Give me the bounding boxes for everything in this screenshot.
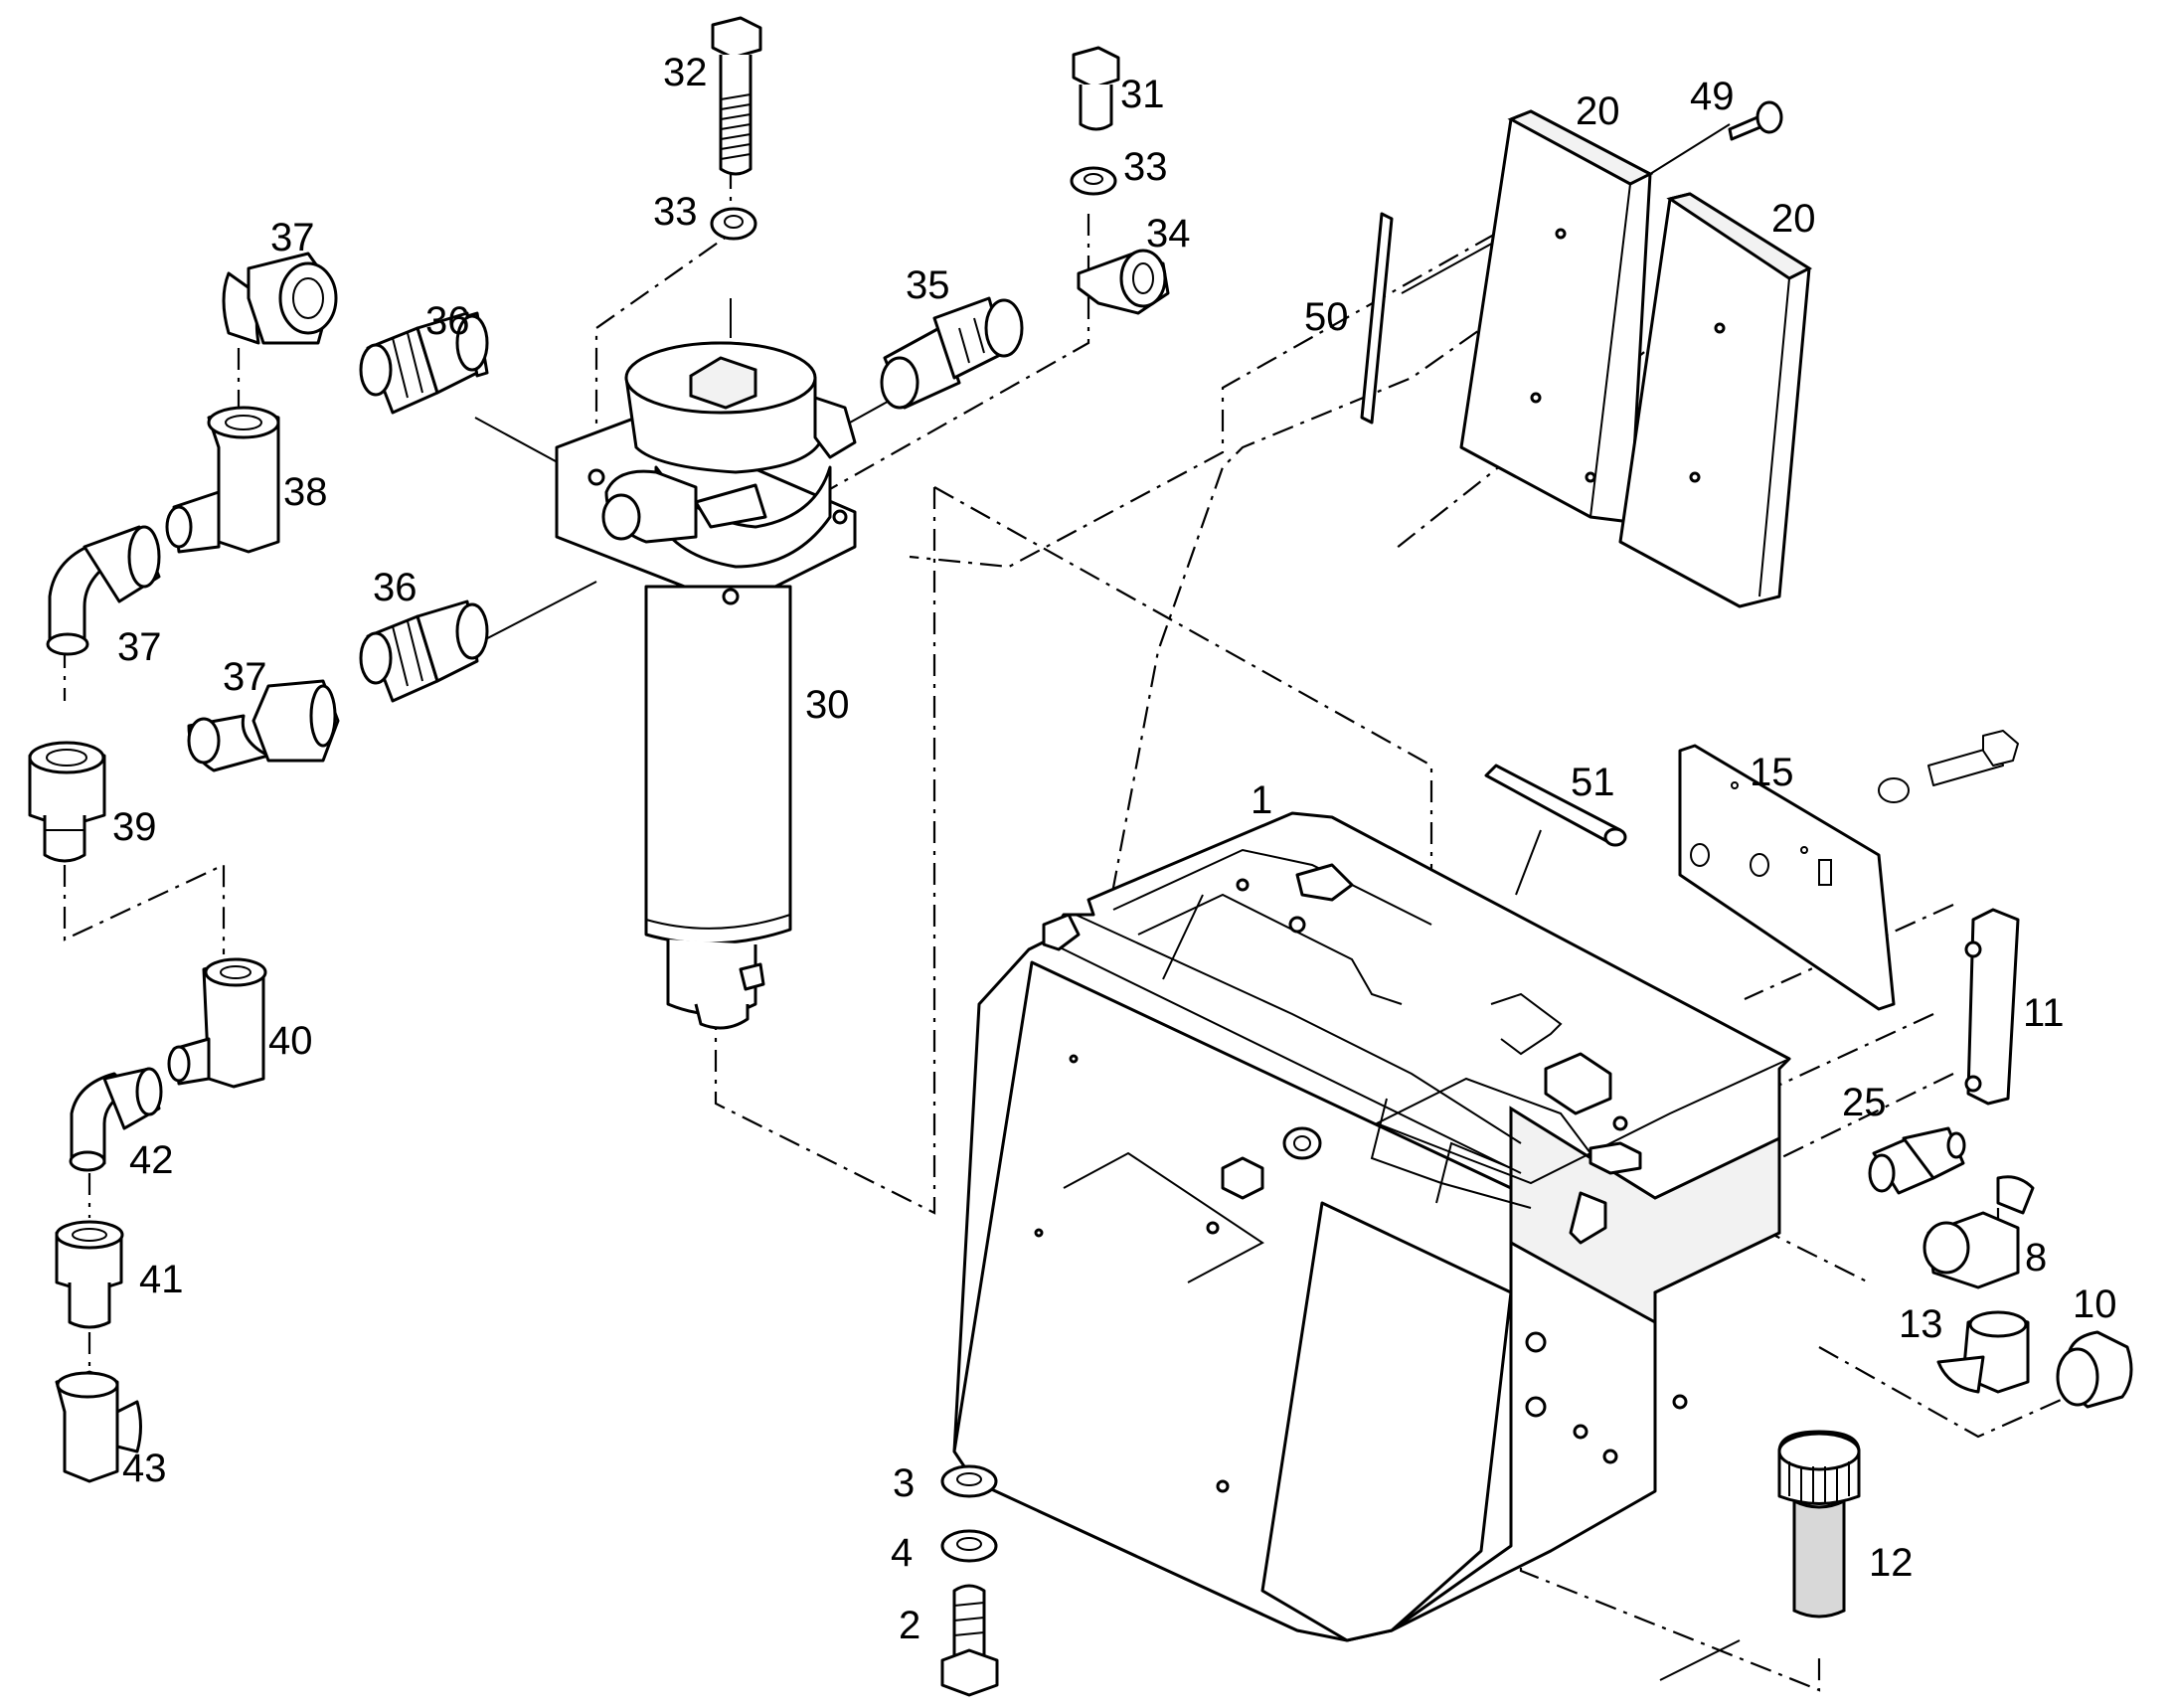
cap-10 xyxy=(2056,1330,2133,1409)
callout-37-top: 37 xyxy=(270,216,315,259)
strip-50 xyxy=(1360,212,1394,425)
callout-33-right: 33 xyxy=(1123,145,1168,189)
fitting-36-upper xyxy=(359,311,489,415)
callout-13: 13 xyxy=(1899,1302,1943,1346)
main-frame xyxy=(952,811,1791,1642)
fitting-36-lower xyxy=(359,599,489,703)
callout-37-mid: 37 xyxy=(117,625,162,669)
pad-20-right xyxy=(1618,192,1813,608)
callout-42: 42 xyxy=(129,1138,174,1182)
bolt-plate-15 xyxy=(1878,730,2019,803)
tee-8 xyxy=(1922,1175,2035,1289)
elbow-42 xyxy=(69,1067,163,1172)
bolt-31 xyxy=(1070,46,1170,315)
callout-39: 39 xyxy=(112,805,157,849)
bolt-32 xyxy=(710,16,762,241)
callout-labels: 1 2 3 4 8 10 11 12 13 15 20 20 25 30 31 … xyxy=(112,51,2117,1647)
callout-4: 4 xyxy=(891,1531,913,1575)
callout-2: 2 xyxy=(899,1604,920,1647)
callout-37-low: 37 xyxy=(223,655,267,699)
callout-33-top: 33 xyxy=(653,190,698,234)
callout-41: 41 xyxy=(139,1258,184,1301)
tee-43 xyxy=(55,1370,142,1483)
callout-40: 40 xyxy=(268,1019,313,1063)
elbow-37-mid xyxy=(46,525,161,656)
plate-15 xyxy=(1678,744,1896,1011)
callout-10: 10 xyxy=(2073,1282,2117,1326)
elbow-37-low xyxy=(187,679,340,772)
fitting-35 xyxy=(880,296,1024,410)
callout-20-left: 20 xyxy=(1576,89,1620,133)
callout-12: 12 xyxy=(1869,1541,1914,1585)
callout-32: 32 xyxy=(663,51,708,94)
callout-34: 34 xyxy=(1146,212,1191,256)
panel-nut xyxy=(1221,1126,1322,1200)
rod-51 xyxy=(1484,764,1627,847)
bolt-2 xyxy=(940,1584,999,1697)
callout-30: 30 xyxy=(805,683,850,727)
screw-49 xyxy=(1728,100,1783,141)
callout-38: 38 xyxy=(283,470,328,514)
callout-36-lower: 36 xyxy=(373,566,418,609)
adapter-41 xyxy=(55,1220,124,1329)
callout-20-right: 20 xyxy=(1771,197,1816,241)
elbow-37-top xyxy=(222,252,338,345)
callout-25: 25 xyxy=(1842,1081,1887,1124)
callout-15: 15 xyxy=(1750,751,1794,794)
callout-31: 31 xyxy=(1120,73,1165,116)
filter-assembly xyxy=(555,341,857,1030)
tee-40 xyxy=(167,957,267,1089)
callout-1: 1 xyxy=(1251,778,1272,822)
callout-3: 3 xyxy=(893,1461,915,1505)
callout-49: 49 xyxy=(1690,75,1735,118)
callout-11: 11 xyxy=(2023,991,2065,1035)
callout-36-upper: 36 xyxy=(425,299,470,343)
washer-4 xyxy=(940,1529,998,1563)
breather-12 xyxy=(1777,1430,1861,1619)
callout-43: 43 xyxy=(122,1447,167,1490)
callout-35: 35 xyxy=(906,263,950,307)
pad-20-left xyxy=(1459,109,1654,524)
elbow-13 xyxy=(1936,1310,2030,1394)
bar-11 xyxy=(1964,908,2020,1106)
washer-3 xyxy=(940,1464,998,1498)
tee-38 xyxy=(165,406,280,554)
sensor-25 xyxy=(1868,1126,1966,1195)
callout-50: 50 xyxy=(1304,295,1349,339)
callout-8: 8 xyxy=(2025,1236,2047,1280)
adapter-39 xyxy=(28,741,106,863)
callout-51: 51 xyxy=(1571,761,1615,804)
